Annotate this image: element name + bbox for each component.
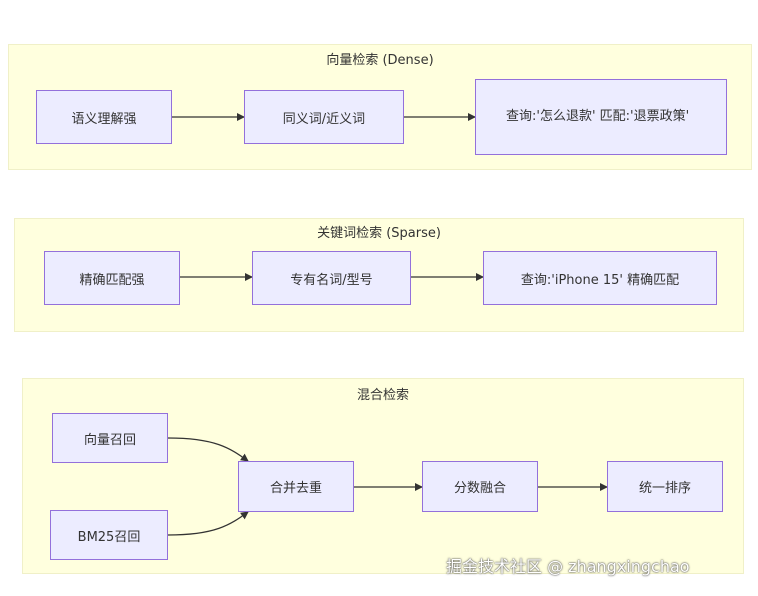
node-bm25-recall: BM25召回 (50, 510, 168, 560)
node-score-fusion: 分数融合 (422, 461, 538, 512)
group-title-hybrid: 混合检索 (356, 388, 409, 403)
edge-hybrid-bm25-merge (167, 511, 249, 536)
node-dense-example: 查询:'怎么退款' 匹配:'退票政策' (475, 79, 727, 155)
group-title-sparse: 关键词检索 (Sparse) (317, 226, 441, 241)
node-sparse-example: 查询:'iPhone 15' 精确匹配 (483, 251, 717, 305)
node-merge-dedup: 合并去重 (238, 461, 354, 512)
group-title-dense: 向量检索 (Dense) (326, 53, 434, 68)
node-vector-recall: 向量召回 (52, 413, 168, 463)
watermark: 掘金技术社区 @ zhangxingchao (446, 557, 690, 576)
node-synonyms: 同义词/近义词 (244, 90, 404, 144)
node-proper-nouns: 专有名词/型号 (252, 251, 411, 305)
node-semantic-understanding: 语义理解强 (36, 90, 172, 144)
node-unified-ranking: 统一排序 (607, 461, 723, 512)
edge-hybrid-vector-merge (167, 437, 249, 462)
node-exact-match: 精确匹配强 (44, 251, 180, 305)
